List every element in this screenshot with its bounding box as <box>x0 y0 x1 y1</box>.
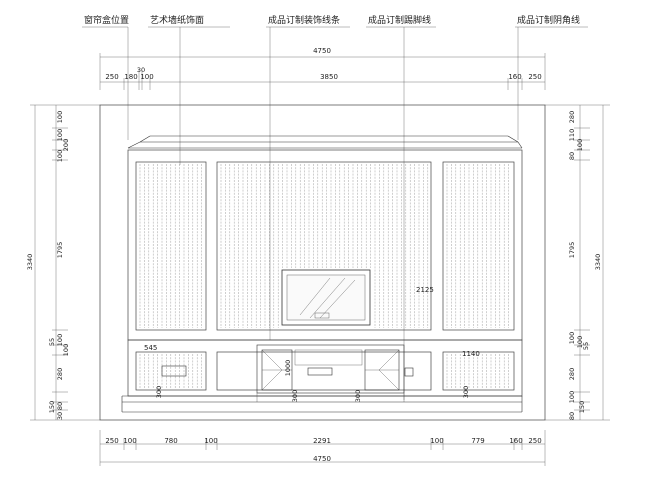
left-dim-i: 280 <box>56 368 64 380</box>
left-total-dim: 3340 <box>26 254 34 271</box>
left-dim-a: 100 <box>56 111 64 123</box>
left-dim-f: 55 <box>48 338 56 346</box>
bottom-dim-2291: 2291 <box>313 437 331 445</box>
bottom-dim-100-a: 100 <box>123 437 136 445</box>
top-dim-30: 30 <box>137 66 145 74</box>
top-dim-100: 100 <box>140 73 153 81</box>
right-dim-d: 80 <box>568 152 576 160</box>
right-dim-j: 100 <box>568 391 576 403</box>
right-dim-e: 1795 <box>568 242 576 259</box>
top-dim-3850: 3850 <box>320 73 338 81</box>
right-dim-k: 150 <box>578 401 586 413</box>
bottom-dim-779: 779 <box>471 437 484 445</box>
callout-decor-strip: 成品订制装饰线条 <box>268 14 340 26</box>
right-dim-i: 280 <box>568 368 576 380</box>
label-545: 545 <box>144 344 157 352</box>
right-dim-g: 100 <box>576 336 584 348</box>
label-1000: 1000 <box>284 360 292 377</box>
bottom-dim-250-right: 250 <box>528 437 541 445</box>
left-dim-g: 100 <box>56 334 64 346</box>
bottom-dim-100-c: 100 <box>430 437 443 445</box>
bottom-overall-dim: 4750 <box>313 455 331 463</box>
right-dim-a: 280 <box>568 111 576 123</box>
callout-wallpaper: 艺术墙纸饰面 <box>150 14 204 26</box>
bottom-dim-160: 160 <box>509 437 522 445</box>
top-overall-dim: 4750 <box>313 47 331 55</box>
label-300-d: 300 <box>462 386 470 398</box>
right-dimension-chain <box>545 104 610 421</box>
top-dim-160: 160 <box>508 73 521 81</box>
left-dimension-chain <box>30 104 100 421</box>
right-dim-b: 110 <box>568 129 576 141</box>
right-outlet-box <box>404 367 414 377</box>
bottom-dim-100-b: 100 <box>204 437 217 445</box>
right-lower-panel <box>442 351 515 391</box>
top-dim-250-right: 250 <box>528 73 541 81</box>
label-2125: 2125 <box>416 286 434 294</box>
left-dim-d: 100 <box>56 150 64 162</box>
tv-screen <box>281 269 371 326</box>
left-dim-l: 30 <box>56 412 64 420</box>
crown-moulding <box>127 135 523 149</box>
left-dim-e: 1795 <box>56 242 64 259</box>
center-upper-panel <box>216 161 432 331</box>
top-dimension-chain <box>99 53 546 90</box>
right-dim-f: 100 <box>568 332 576 344</box>
callout-skirting: 成品订制踢脚线 <box>368 14 431 26</box>
callout-curtain-box: 窗帘盒位置 <box>84 14 129 26</box>
skirting-board <box>121 395 523 413</box>
left-upper-panel <box>135 161 207 331</box>
label-300-a: 300 <box>155 386 163 398</box>
bottom-dimension-chain <box>99 430 546 466</box>
callout-leaders <box>82 26 588 400</box>
center-lower-panel <box>216 351 432 391</box>
top-dim-250-left: 250 <box>105 73 118 81</box>
right-dim-h: 55 <box>582 342 590 350</box>
right-total-dim: 3340 <box>594 254 602 271</box>
right-dim-l: 80 <box>568 412 576 420</box>
left-dim-k: 80 <box>56 402 64 410</box>
label-1140: 1140 <box>462 350 480 358</box>
left-dim-c: 200 <box>62 139 70 151</box>
left-lower-panel <box>135 351 207 391</box>
callout-corner-line: 成品订制阴角线 <box>517 14 580 26</box>
left-dim-j: 150 <box>48 401 56 413</box>
wall-outline <box>99 104 546 421</box>
right-upper-panel <box>442 161 515 331</box>
wallpaper-stripes <box>139 164 509 388</box>
tv-cabinet <box>256 344 405 402</box>
left-outlet-box <box>161 365 187 377</box>
bottom-dim-250-left: 250 <box>105 437 118 445</box>
top-dim-180: 180 <box>124 73 137 81</box>
left-dim-h: 100 <box>62 344 70 356</box>
bottom-dim-780: 780 <box>164 437 177 445</box>
left-dim-b: 100 <box>56 129 64 141</box>
right-dim-c: 100 <box>576 139 584 151</box>
